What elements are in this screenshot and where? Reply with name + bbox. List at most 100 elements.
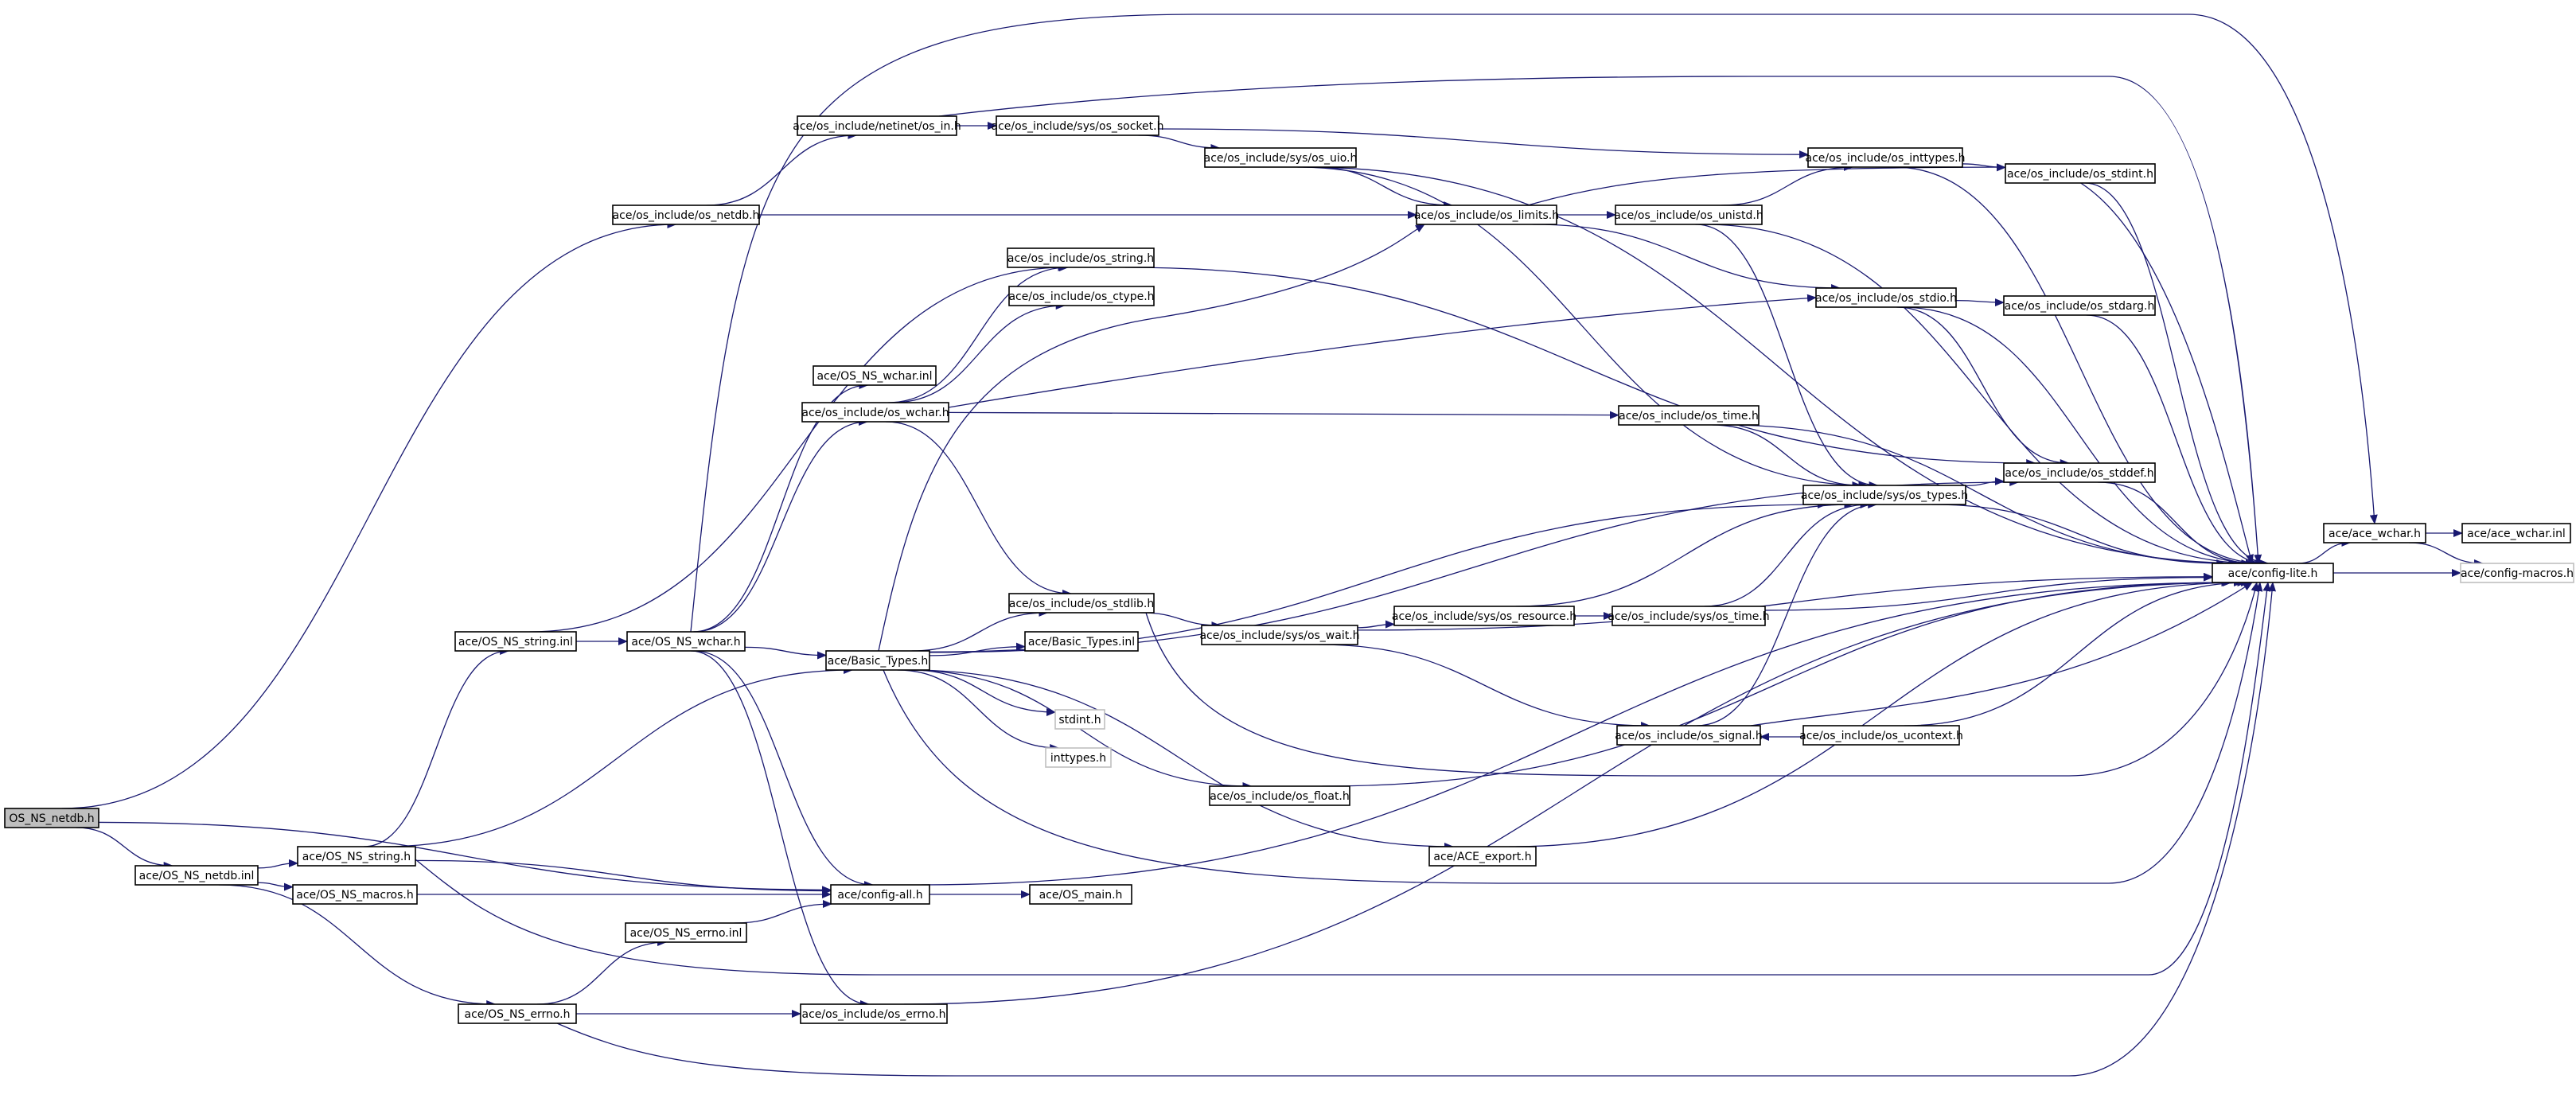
- node-label: ace/os_include/os_stdlib.h: [1009, 598, 1154, 610]
- node-box: [458, 1003, 577, 1024]
- node-box: [1201, 625, 1358, 645]
- node-os-limits[interactable]: ace/os_include/os_limits.h: [1414, 205, 1559, 225]
- node-os-in[interactable]: ace/os_include/netinet/os_in.h: [793, 115, 961, 136]
- node-os-resource[interactable]: ace/os_include/sys/os_resource.h: [1392, 606, 1576, 626]
- node-netdb-inl[interactable]: ace/OS_NS_netdb.inl: [134, 865, 259, 886]
- node-sys-time[interactable]: ace/os_include/sys/os_time.h: [1608, 606, 1770, 626]
- node-os-time[interactable]: ace/os_include/os_time.h: [1618, 405, 1760, 426]
- node-sys-types[interactable]: ace/os_include/sys/os_types.h: [1801, 485, 1968, 505]
- node-label: ace/os_include/netinet/os_in.h: [793, 120, 961, 133]
- node-os-wchar[interactable]: ace/os_include/os_wchar.h: [801, 402, 949, 423]
- edge-os_resource-to-sys_types: [1515, 501, 1854, 607]
- edge-os_wchar-to-os_stdlib: [885, 421, 1073, 598]
- node-ace-export[interactable]: ace/ACE_export.h: [1428, 846, 1537, 867]
- node-os-inttypes[interactable]: ace/os_include/os_inttypes.h: [1806, 147, 1966, 168]
- edge-os_wchar-to-os_stdio: [948, 294, 1817, 408]
- node-basic-inl[interactable]: ace/Basic_Types.inl: [1024, 631, 1139, 652]
- node-os-ucontext[interactable]: ace/os_include/os_ucontext.h: [1799, 725, 1963, 746]
- edge-basic-to-stdint: [910, 669, 1056, 716]
- node-label: ace/os_include/os_time.h: [1619, 410, 1759, 423]
- node-box: [830, 884, 930, 905]
- edge-os_wchar-to-os_time: [948, 411, 1619, 419]
- edge-netdb_h-to-netdb_inl: [76, 827, 173, 870]
- node-label: ace/ACE_export.h: [1433, 851, 1531, 863]
- node-os-stdlib[interactable]: ace/os_include/os_stdlib.h: [1008, 593, 1155, 614]
- node-os-stddef[interactable]: ace/os_include/os_stddef.h: [2003, 462, 2156, 483]
- node-os-ctype[interactable]: ace/os_include/os_ctype.h: [1008, 286, 1155, 306]
- node-label: ace/config-all.h: [837, 889, 922, 902]
- node-ace-wchar[interactable]: ace/ace_wchar.h: [2323, 523, 2426, 543]
- node-box: [1815, 287, 1957, 308]
- node-label: ace/os_include/os_errno.h: [802, 1008, 946, 1021]
- node-box: [996, 115, 1159, 136]
- node-os-stdint[interactable]: ace/os_include/os_stdint.h: [2005, 163, 2156, 184]
- node-label: ace/OS_NS_wchar.h: [631, 636, 740, 649]
- node-os-unistd[interactable]: ace/os_include/os_unistd.h: [1614, 205, 1763, 225]
- edge-os_uio-to-config_lite: [1303, 166, 2251, 567]
- node-label: ace/OS_NS_errno.h: [464, 1008, 570, 1021]
- node-os-float[interactable]: ace/os_include/os_float.h: [1209, 785, 1350, 806]
- edge-wchar_h-to-os_errno: [691, 650, 870, 1008]
- node-os-stdio[interactable]: ace/os_include/os_stdio.h: [1815, 287, 1957, 308]
- node-netdb-h[interactable]: OS_NS_netdb.h: [4, 808, 99, 828]
- node-os-stdarg[interactable]: ace/os_include/os_stdarg.h: [2003, 295, 2156, 316]
- edge-sys_types-to-config_lite: [1931, 504, 2227, 567]
- node-label: ace/os_include/os_wchar.h: [801, 407, 949, 419]
- edge-string_inl-to-os_string: [529, 263, 1068, 633]
- node-os-socket[interactable]: ace/os_include/sys/os_socket.h: [992, 115, 1164, 136]
- edge-os_signal-to-os_ucontext: [1750, 582, 2253, 727]
- node-config-macros[interactable]: ace/config-macros.h: [2460, 563, 2574, 583]
- node-label: ace/os_include/os_unistd.h: [1614, 209, 1763, 222]
- node-box: [801, 402, 949, 423]
- edge-os_limits-to-os_stdio: [1532, 224, 1841, 292]
- node-os-signal[interactable]: ace/os_include/os_signal.h: [1615, 725, 1763, 746]
- node-label: ace/os_include/os_stddef.h: [2005, 467, 2153, 480]
- edge-ace_wchar-to-config_macros: [2408, 542, 2484, 567]
- node-box: [800, 1003, 948, 1024]
- edge-os_time-to-sys_types: [1712, 424, 1862, 489]
- node-label: ace/os_include/os_string.h: [1007, 252, 1154, 265]
- node-inttypes[interactable]: inttypes.h: [1045, 747, 1112, 768]
- edge-os_wchar-to-os_string: [887, 263, 1070, 403]
- node-label: ace/os_include/sys/os_uio.h: [1204, 152, 1358, 165]
- node-label: ace/os_include/os_netdb.h: [613, 209, 760, 222]
- node-os-string[interactable]: ace/os_include/os_string.h: [1007, 247, 1155, 268]
- node-os-main[interactable]: ace/OS_main.h: [1029, 884, 1132, 905]
- node-errno-h[interactable]: ace/OS_NS_errno.h: [458, 1003, 577, 1024]
- node-errno-inl[interactable]: ace/OS_NS_errno.inl: [625, 922, 747, 943]
- edge-os_stdlib-to-os_wait: [1140, 612, 1222, 629]
- node-box: [2323, 523, 2426, 543]
- node-box: [1024, 631, 1139, 652]
- node-box: [454, 631, 577, 652]
- node-box: [4, 808, 99, 828]
- node-basic[interactable]: ace/Basic_Types.h: [825, 650, 930, 671]
- node-wchar-inl[interactable]: ace/OS_NS_wchar.inl: [813, 365, 937, 386]
- edge-os_unistd-to-os_inttypes: [1721, 163, 1853, 206]
- node-os-wait[interactable]: ace/os_include/sys/os_wait.h: [1199, 625, 1360, 645]
- node-label: ace/os_include/os_ctype.h: [1008, 290, 1154, 303]
- node-os-errno[interactable]: ace/os_include/os_errno.h: [800, 1003, 948, 1024]
- node-label: ace/ace_wchar.inl: [2467, 528, 2566, 540]
- node-macros-h[interactable]: ace/OS_NS_macros.h: [292, 884, 418, 905]
- node-os-uio[interactable]: ace/os_include/sys/os_uio.h: [1204, 147, 1358, 168]
- node-string-inl[interactable]: ace/OS_NS_string.inl: [454, 631, 577, 652]
- edge-wchar_h-to-os_wchar: [693, 418, 869, 633]
- node-config-lite[interactable]: ace/config-lite.h: [2212, 563, 2334, 583]
- node-wchar-h[interactable]: ace/OS_NS_wchar.h: [626, 631, 746, 652]
- node-label: ace/OS_NS_string.inl: [458, 636, 573, 649]
- node-box: [1029, 884, 1132, 905]
- node-ace-wchar-inl[interactable]: ace/ace_wchar.inl: [2461, 523, 2571, 543]
- node-label: ace/os_include/os_ucontext.h: [1799, 730, 1963, 742]
- edge-wchar_h-to-basic: [744, 646, 827, 660]
- edge-os_stdlib-to-config_lite: [1145, 582, 2259, 777]
- node-string-h[interactable]: ace/OS_NS_string.h: [297, 846, 416, 867]
- edge-os_errno-to-config_lite: [904, 578, 2243, 1005]
- node-label: ace/os_include/os_inttypes.h: [1806, 152, 1966, 165]
- edge-os_float-to-config_lite: [1322, 578, 2231, 787]
- node-config-all[interactable]: ace/config-all.h: [830, 884, 930, 905]
- node-stdint[interactable]: stdint.h: [1054, 709, 1105, 730]
- node-os-netdb[interactable]: ace/os_include/os_netdb.h: [612, 205, 760, 225]
- edge-os_signal-to-sys_types: [1696, 501, 1878, 727]
- edge-netdb_h-to-os_netdb: [61, 220, 677, 809]
